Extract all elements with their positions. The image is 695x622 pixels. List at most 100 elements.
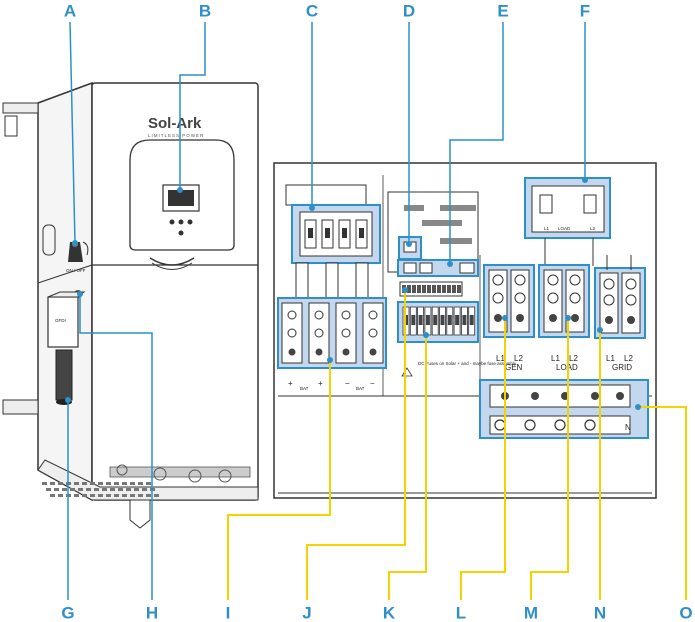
neutral-label: N [625,423,631,432]
leader-dot-m [565,315,571,321]
signal-terminal [452,285,456,293]
grid-l1: L1 [606,354,615,363]
vent-slot [54,488,59,491]
leader-dot-d [406,241,412,247]
ground-bus-screw [591,392,599,400]
vent-slot [118,488,123,491]
rj45-port-row[interactable] [397,259,479,277]
vent-slot [86,488,91,491]
neutral-bus-screw [524,419,536,431]
grid-l2: L2 [624,354,633,363]
vent-slot [46,488,51,491]
gen-name: GEN [505,363,523,372]
signal-terminal [417,285,421,293]
leader-dot-n [597,327,603,333]
vent-slot [138,482,143,485]
svg-text:+: + [318,379,323,388]
vent-slot [122,482,127,485]
vent-slot [82,494,87,497]
vent-slot [50,494,55,497]
callout-h: H [146,603,158,622]
vent-slot [130,482,135,485]
battery-lug [335,302,357,364]
disconnect-switch[interactable] [68,242,83,262]
vent-slot [94,488,99,491]
callout-j: J [302,603,311,622]
leader-lines [65,21,687,600]
neutral-bus-screw [554,419,566,431]
signal-terminal [442,285,446,293]
callout-o: O [679,603,692,622]
callout-a: A [64,1,76,20]
brand-tagline: LIMITLESS POWER [148,133,204,138]
ground-bus-screw [616,392,624,400]
vent-slot [74,482,79,485]
signal-terminal [407,285,411,293]
leader-dot-e [447,261,453,267]
leader-dot-o [635,404,641,410]
ground-bus-screw [531,392,539,400]
signal-terminal [427,285,431,293]
battery-lug [308,302,330,364]
signal-terminal [432,285,436,293]
vent-slot [146,482,151,485]
callout-b: B [199,1,211,20]
load-top-l2: L2 [590,226,596,231]
signal-terminal [437,285,441,293]
signal-terminal [447,285,451,293]
vent-slot [110,488,115,491]
vent-slot [50,482,55,485]
callout-e: E [497,1,508,20]
vent-slot [90,482,95,485]
signal-terminal [457,285,461,293]
leader-i [227,360,331,600]
leader-m [530,318,569,600]
callout-c: C [306,1,318,20]
grid-lugs [599,272,641,334]
leader-h [79,294,153,600]
vent-slot [126,488,131,491]
conduit-fitting [55,349,73,401]
bat-label-2: BAT [356,386,365,391]
vent-slot [114,494,119,497]
load-l1: L1 [551,354,560,363]
leader-dot-f [582,177,588,183]
callout-n: N [594,603,606,622]
leader-dot-b [177,187,183,193]
leader-dot-h [77,291,83,297]
svg-text:+: + [288,379,293,388]
gen-l2: L2 [514,354,523,363]
leader-dot-a [72,240,78,246]
vent-slot [102,488,107,491]
leader-dot-k [423,332,429,338]
vent-slot [134,488,139,491]
vent-slot [154,494,159,497]
leader-o [638,406,687,600]
callout-i: I [226,603,231,622]
load-top-l1: L1 [544,226,550,231]
load-l2: L2 [569,354,578,363]
inverter-unit: Sol-Ark LIMITLESS POWER ON / OFF GFDI [2,81,259,529]
vent-slot [98,494,103,497]
vent-slot [142,488,147,491]
leader-dot-j [402,287,408,293]
leader-a [69,21,76,244]
callout-k: K [383,603,396,622]
leader-e [449,22,504,264]
battery-lug [362,302,384,364]
signal-terminal [412,285,416,293]
svg-text:−: − [345,379,350,388]
brand-logo: Sol-Ark [148,115,202,132]
leader-dot-c [309,205,315,211]
gen-l1: L1 [496,354,505,363]
gfdi-label: GFDI [55,318,66,323]
leader-j [306,290,406,600]
leader-dot-g [65,397,71,403]
battery-lug [281,302,303,364]
vent-slot [78,488,83,491]
vent-slot [58,494,63,497]
callout-d: D [403,1,415,20]
leader-dot-i [327,357,333,363]
